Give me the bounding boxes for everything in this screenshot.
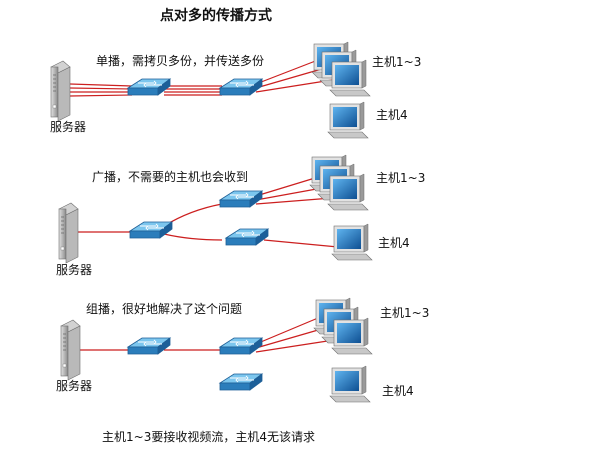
broadcast-caption: 广播，不需要的主机也会收到: [92, 170, 249, 184]
bc-link: [163, 233, 223, 241]
bc-link: [255, 177, 316, 197]
host-group-label: 主机1~3: [372, 55, 422, 69]
server-icon: [60, 319, 81, 381]
switch-icon: [219, 373, 263, 391]
switch-icon: [219, 78, 263, 96]
switch-icon: [219, 337, 263, 355]
switch-icon: [127, 337, 171, 355]
bc-link: [263, 239, 339, 248]
pc-icon: [331, 317, 373, 355]
multicast-caption: 组播，很好地解决了这个问题: [86, 302, 243, 316]
pc-icon: [327, 173, 369, 211]
links: [69, 59, 339, 353]
bc-link: [163, 203, 223, 227]
mc-link: [255, 327, 326, 349]
pc-icon: [327, 101, 369, 139]
uni-link: [255, 67, 326, 89]
mc-link: [255, 339, 335, 353]
switch-icon: [129, 221, 173, 239]
uni-link: [69, 83, 133, 87]
pc-icon: [331, 223, 373, 261]
server-label: 服务器: [50, 120, 87, 134]
host-group-label: 主机1~3: [380, 306, 430, 320]
switch-icon: [225, 228, 269, 246]
pc-icon: [329, 365, 371, 403]
server-label: 服务器: [56, 379, 93, 393]
bc-link: [255, 197, 333, 205]
host-single-label: 主机4: [382, 384, 414, 398]
unicast-caption: 单播，需拷贝多份，并传送多份: [96, 54, 265, 68]
server-icon: [58, 202, 79, 264]
uni-link: [69, 94, 133, 97]
uni-link: [255, 79, 333, 93]
server-icon: [50, 60, 71, 122]
footer-note: 主机1~3要接收视频流，主机4无该请求: [102, 430, 315, 444]
host-group-label: 主机1~3: [376, 171, 426, 185]
diagram-title: 点对多的传播方式: [160, 8, 272, 24]
switch-icon: [127, 78, 171, 96]
uni-link: [255, 59, 319, 85]
bc-link: [255, 187, 323, 201]
server-label: 服务器: [56, 263, 93, 277]
mc-link: [255, 317, 319, 345]
host-single-label: 主机4: [378, 236, 410, 250]
switch-icon: [219, 190, 263, 208]
uni-link: [69, 87, 133, 90]
host-single-label: 主机4: [376, 108, 408, 122]
pc-icon: [329, 59, 371, 97]
